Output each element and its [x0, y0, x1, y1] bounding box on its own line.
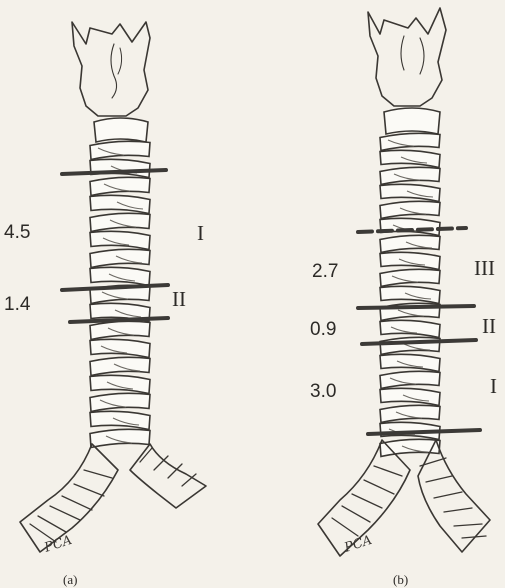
- trachea-b-ring-3: [380, 184, 440, 201]
- b-bronchus-ring-4: [332, 518, 358, 536]
- trachea-a-ring-11: [90, 339, 150, 357]
- segment-label-b-2: I: [490, 374, 497, 398]
- trachea-a-ring-15: [90, 411, 150, 429]
- trachea-a-ring-13: [90, 375, 150, 393]
- cut-line-b-1: [358, 228, 466, 232]
- trachea-b-ring-2: [380, 167, 440, 184]
- trachea-b-ring-15: [380, 388, 440, 405]
- a-bronchus-ring-2: [62, 496, 92, 510]
- trachea-b-ring-16: [380, 405, 440, 422]
- trachea-a-ring-14: [90, 393, 150, 411]
- panel-caption-a: (a): [63, 572, 77, 587]
- trachea-b-ring-0: [380, 133, 440, 150]
- length-label-b-2: 3.0: [310, 381, 336, 402]
- b-bronchus-ring-7: [434, 492, 462, 498]
- b-bronchus-ring-6: [426, 476, 452, 482]
- b-bronchus-ring-1: [364, 480, 394, 494]
- illustrator-signature-a: PCA: [42, 533, 74, 556]
- segment-label-a-0: I: [197, 221, 204, 245]
- trachea-b-ring-14: [380, 371, 440, 388]
- a-bronchus-ring-4: [38, 516, 66, 532]
- b-bronchus-ring-2: [352, 494, 382, 508]
- b-bronchus-ring-8: [444, 508, 472, 512]
- segment-label-b-1: II: [482, 314, 496, 338]
- a-bronchus-ring-0: [84, 470, 112, 478]
- right-bronchus-b: [418, 440, 490, 552]
- cut-line-a-2: [62, 285, 168, 290]
- tracheal-rings-a: [90, 141, 150, 447]
- trachea-b-ring-11: [380, 320, 440, 337]
- trachea-b-ring-7: [380, 252, 440, 269]
- trachea-b-ring-5: [380, 218, 440, 235]
- a-bronchus-ring-3: [50, 506, 80, 520]
- b-bronchus-ring-5: [420, 458, 446, 466]
- trachea-a-ring-1: [90, 159, 150, 177]
- tracheal-rings-b: [380, 133, 440, 456]
- length-label-a-0: 4.5: [4, 222, 30, 243]
- b-bronchus-ring-3: [342, 506, 370, 522]
- length-label-a-1: 1.4: [4, 294, 31, 315]
- segment-label-b-0: III: [474, 256, 495, 280]
- trachea-a-ring-10: [90, 321, 150, 339]
- trachea-a-ring-3: [90, 195, 150, 213]
- trachea-b-ring-8: [380, 269, 440, 286]
- b-bronchus-ring-0: [374, 466, 402, 476]
- illustrator-signature-b: PCA: [342, 533, 374, 556]
- trachea-a-ring-5: [90, 231, 150, 249]
- panel-caption-b: (b): [393, 572, 408, 587]
- length-label-b-1: 0.9: [310, 319, 336, 340]
- a-bronchus-ring-1: [74, 484, 104, 496]
- trachea-a-ring-7: [90, 267, 150, 285]
- cut-line-a-3: [70, 318, 168, 322]
- b-bronchus-ring-9: [454, 524, 482, 526]
- trachea-b-ring-1: [380, 150, 440, 167]
- larynx-b: [368, 8, 446, 106]
- length-label-b-0: 2.7: [312, 261, 338, 282]
- trachea-a-ring-2: [90, 177, 150, 195]
- trachea-a-ring-4: [90, 213, 150, 231]
- segment-label-a-1: II: [172, 287, 186, 311]
- larynx-a: [72, 22, 150, 116]
- trachea-a-ring-16: [90, 429, 150, 447]
- cut-line-b-2: [358, 306, 474, 308]
- cut-line-a-1: [62, 170, 166, 174]
- panel-b: 2.7 0.9 3.0 III II I PCA (b): [310, 8, 497, 587]
- panel-a: 4.5 1.4 I II PCA (a): [4, 22, 206, 587]
- cut-line-b-3: [362, 340, 476, 344]
- trachea-a-ring-0: [90, 141, 150, 159]
- trachea-b-ring-4: [380, 201, 440, 218]
- trachea-b-ring-13: [380, 354, 440, 371]
